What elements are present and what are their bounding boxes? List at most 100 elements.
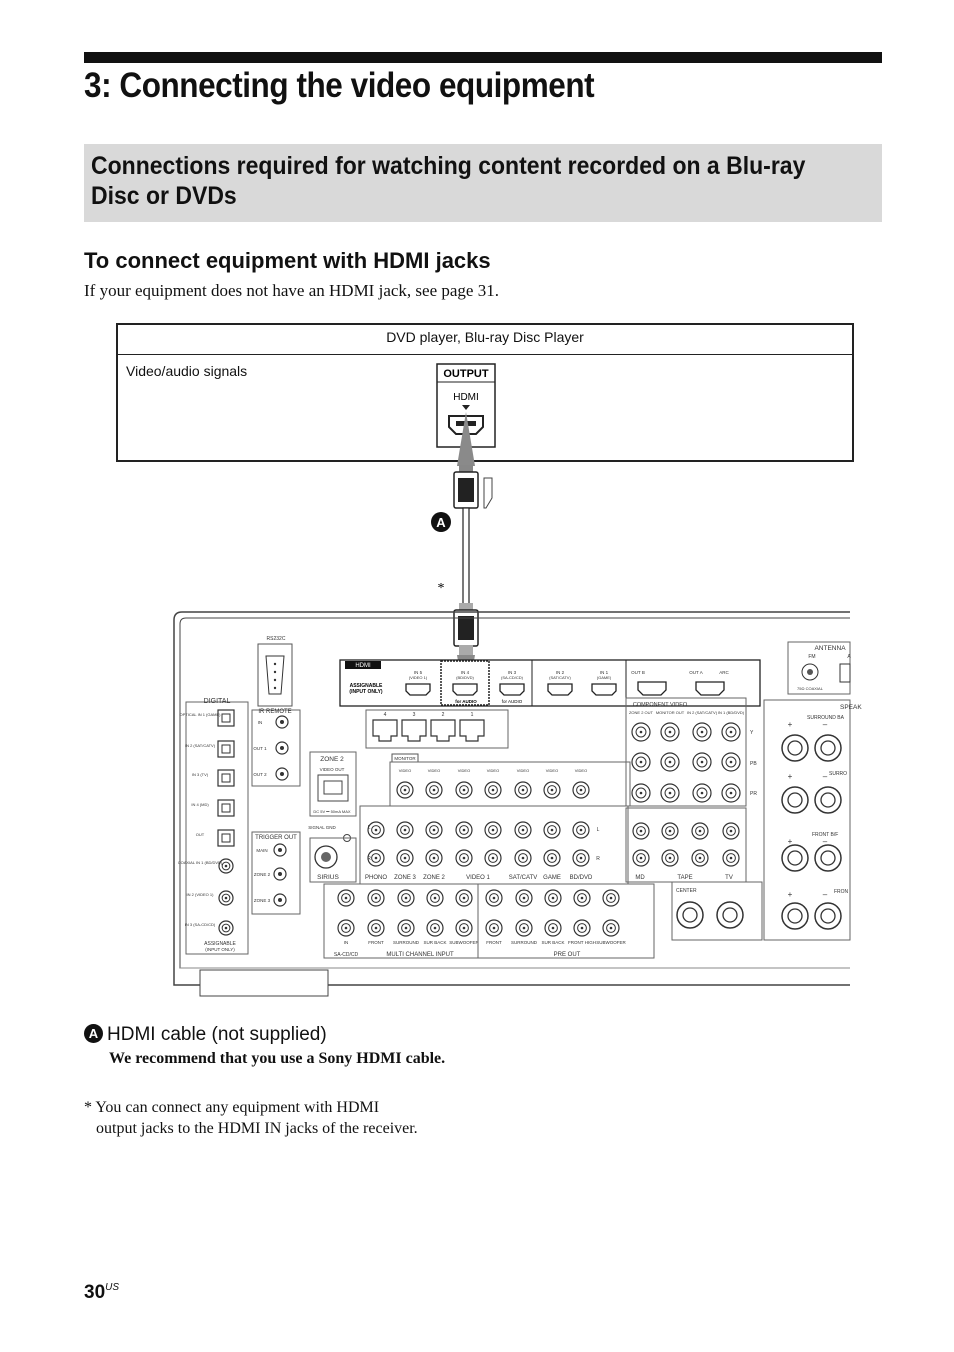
rca-video-label: VIDEO [399, 768, 411, 773]
rca-jack-icon [425, 821, 443, 839]
svg-text:PR: PR [750, 791, 757, 797]
cable-wire [462, 507, 470, 605]
minus-sign: – [823, 772, 828, 781]
hdmi-in-sub-label: (VIDEO 1) [409, 675, 428, 680]
svg-text:(INPUT ONLY): (INPUT ONLY) [205, 947, 235, 952]
rca-video-label: VIDEO [575, 768, 587, 773]
rca-group-label: TV [725, 875, 733, 881]
hdmi-port-icon [637, 681, 667, 696]
rca-jack-icon [722, 849, 740, 867]
lan-port-label: 3 [413, 712, 416, 718]
up-arrow-icon [457, 412, 475, 466]
digital-jack-label: IN 2 (SAT/CATV) [185, 743, 216, 748]
digital-jack-label: IN 3 (SA-CD/CD) [185, 922, 216, 927]
preout-label: SUBWOOFER [596, 940, 626, 945]
mini-jack-icon [273, 843, 287, 857]
mini-jack-icon [275, 767, 289, 781]
rca-video-label: VIDEO [458, 768, 470, 773]
rca-jack-icon [661, 849, 679, 867]
rca-jack-icon [455, 919, 473, 937]
rca-jack-icon [397, 889, 415, 907]
receiver-hdmi-block: HDMI ASSIGNABLE (INPUT ONLY) IN 5(VIDEO … [339, 659, 761, 707]
hdmi-port-icon [452, 683, 478, 696]
hdmi-in-label: IN 5 [414, 670, 423, 675]
signal-label: Video/audio signals [126, 363, 248, 379]
component-col-label: IN 1 (BD/DVD) [718, 710, 745, 715]
rca-jack-icon [218, 920, 234, 936]
rca-jack-icon [692, 722, 712, 742]
chapter-title: 3: Connecting the video equipment [84, 66, 595, 105]
rca-jack-icon [572, 821, 590, 839]
svg-text:DIGITAL: DIGITAL [204, 698, 231, 705]
trigger-jack-label: ZONE 3 [254, 898, 271, 903]
rca-jack-icon [455, 821, 473, 839]
rca-jack-icon [514, 821, 532, 839]
rca-jack-icon [572, 849, 590, 867]
svg-text:HDMI: HDMI [355, 663, 371, 669]
mini-jack-icon [273, 893, 287, 907]
speaker-terminal-icon [814, 786, 842, 814]
trigger-jack-label: ZONE 2 [254, 872, 271, 877]
svg-text:SIRIUS: SIRIUS [317, 874, 339, 881]
antenna-section: ANTENNA FM A 75Ω COAXIAL [787, 641, 851, 695]
rca-jack-icon [455, 849, 473, 867]
svg-text:PB: PB [750, 761, 757, 767]
optical-jack-icon [217, 740, 235, 758]
rca-jack-icon [602, 889, 620, 907]
rca-jack-icon [543, 849, 561, 867]
rca-jack-icon [337, 889, 355, 907]
speaker-terminal-icon [781, 734, 809, 762]
sirius-section: SIRIUS [309, 837, 357, 883]
rca-jack-icon [632, 822, 650, 840]
rca-video-label: VIDEO [546, 768, 558, 773]
mini-jack-icon [275, 741, 289, 755]
footnote-line-2: output jacks to the HDMI IN jacks of the… [96, 1120, 418, 1137]
rca-group-label: MD [635, 875, 645, 881]
ir-jack-label: OUT 1 [253, 746, 267, 751]
hdmi-in-sub-label: (SA-CD/CD) [501, 675, 524, 680]
rca-jack-icon [425, 781, 443, 799]
lan-port-label: 1 [471, 712, 474, 718]
digital-jack-label: OPTICAL IN 1 (GAME) [180, 712, 222, 717]
plus-sign: + [788, 772, 793, 781]
rca-jack-icon [691, 822, 709, 840]
svg-text:CENTER: CENTER [676, 888, 697, 894]
rca-jack-icon [631, 752, 651, 772]
svg-text:SPEAK: SPEAK [840, 704, 862, 711]
section-title: Connections required for watching conten… [91, 152, 806, 210]
hdmi-port-icon [591, 683, 617, 696]
plus-sign: + [788, 837, 793, 846]
speaker-terminal-icon [781, 902, 809, 930]
rca-jack-icon [425, 849, 443, 867]
trigger-jack-label: MAIN [256, 848, 267, 853]
rca-jack-icon [367, 821, 385, 839]
rca-group-label: TAPE [677, 875, 692, 881]
multichannel-label: SUR BACK [423, 940, 446, 945]
plus-sign: + [788, 890, 793, 899]
rca-jack-icon [692, 752, 712, 772]
rca-jack-icon [543, 821, 561, 839]
preout-label: FRONT HIGH [568, 940, 596, 945]
minus-sign: – [823, 837, 828, 846]
down-triangle-icon [462, 405, 470, 410]
speaker-terminal-icon [676, 901, 704, 929]
rca-jack-icon [721, 783, 741, 803]
svg-text:TRIGGER OUT: TRIGGER OUT [255, 835, 297, 841]
footnote-line-1: * You can connect any equipment with HDM… [84, 1099, 380, 1116]
digital-jack-label: IN 2 (VIDEO 1) [187, 892, 215, 897]
speaker-terminal-icon [781, 844, 809, 872]
minus-sign: – [823, 720, 828, 729]
svg-text:SA-CD/CD: SA-CD/CD [334, 952, 359, 958]
rca-jack-icon [485, 889, 503, 907]
rca-group-label: SAT/CATV [509, 875, 537, 881]
rca-jack-icon [660, 752, 680, 772]
rca-jack-icon [572, 781, 590, 799]
rca-jack-icon [337, 919, 355, 937]
rca-jack-icon [515, 919, 533, 937]
lan-port-icon [430, 719, 456, 742]
hdmi-jack-label: HDMI [453, 392, 479, 403]
hdmi-port-icon [499, 683, 525, 696]
rca-jack-icon [692, 783, 712, 803]
recommendation-text: We recommend that you use a Sony HDMI ca… [109, 1050, 446, 1067]
